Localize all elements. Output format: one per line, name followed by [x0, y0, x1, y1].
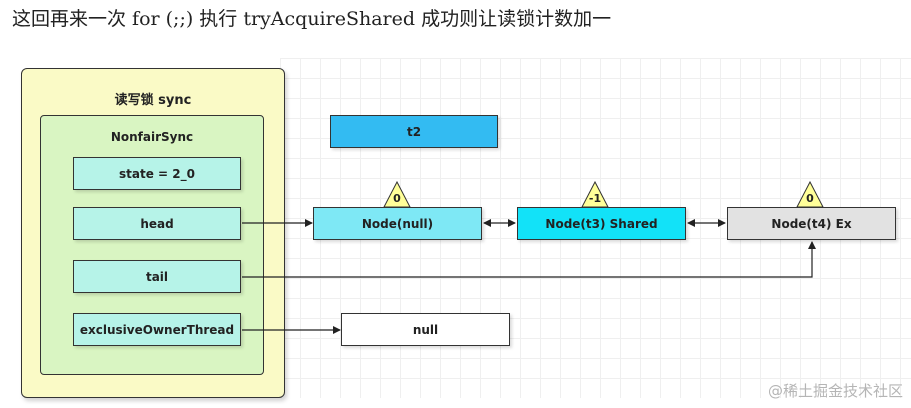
diagram-caption: 这回再来一次 for (;;) 执行 tryAcquireShared 成功则让…: [12, 8, 612, 30]
nonfair-sync-label: NonfairSync: [110, 130, 194, 144]
wait-status-node-null: 0: [393, 192, 401, 205]
sync-outer-label: 读写锁 sync: [114, 93, 192, 108]
tail-field: tail: [73, 260, 241, 293]
queue-node-t4-ex: Node(t4) Ex: [727, 207, 896, 240]
tail-pointer-arrow: [242, 241, 816, 278]
state-field: state = 2_0: [73, 157, 241, 190]
head-field: head: [73, 207, 241, 240]
wait-status-node-t3: -1: [588, 192, 602, 205]
watermark: @稀土掘金技术社区: [767, 382, 903, 400]
queue-node-null: Node(null): [313, 207, 482, 240]
exclusive-owner-thread-field: exclusiveOwnerThread: [73, 313, 241, 346]
owner-null-box: null: [341, 313, 510, 346]
wait-status-node-t4: 0: [806, 192, 814, 205]
queue-node-t3-shared: Node(t3) Shared: [517, 207, 686, 240]
thread-t2-box: t2: [330, 115, 498, 148]
